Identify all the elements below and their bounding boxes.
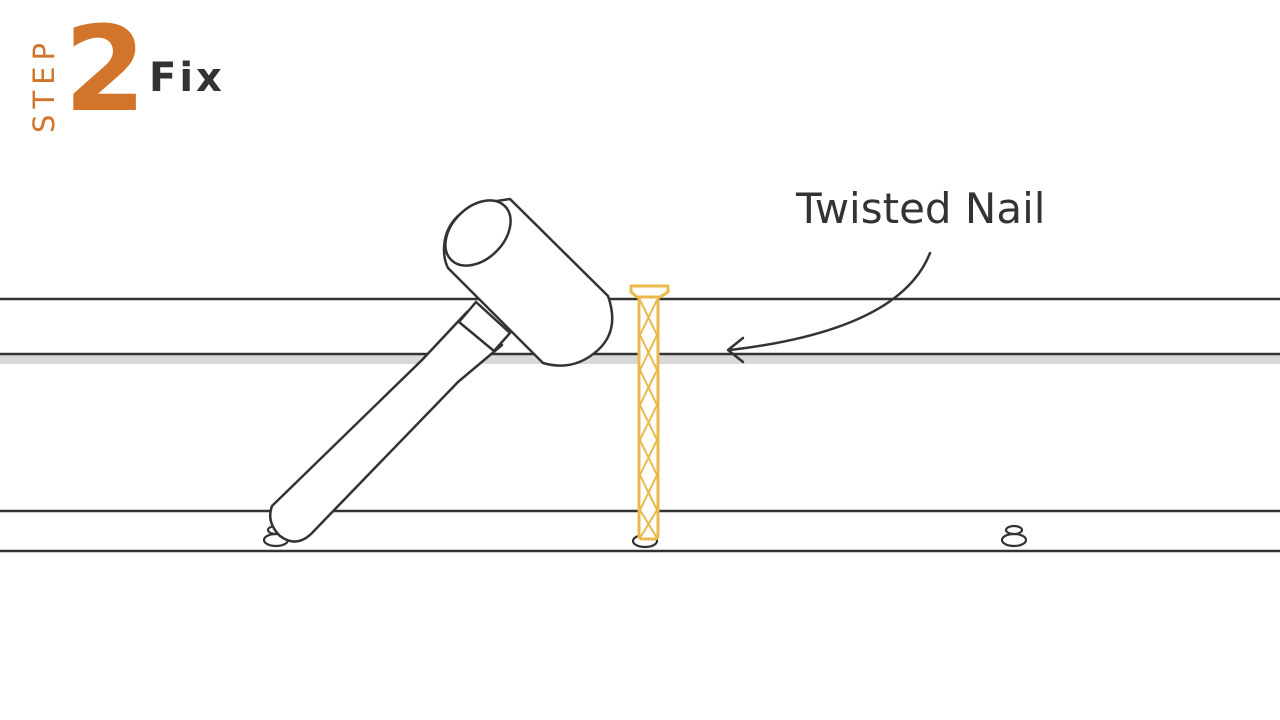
mallet-icon bbox=[269, 197, 614, 543]
callout-arrow-head bbox=[726, 336, 745, 364]
twisted-nail-label: Twisted Nail bbox=[796, 184, 1046, 233]
callout-arrow-shaft bbox=[728, 251, 932, 352]
twisted-nail-icon bbox=[629, 284, 670, 541]
callout-arrow-icon bbox=[726, 251, 932, 364]
step-number: 2 bbox=[64, 0, 147, 138]
nail-hole-right-top bbox=[1004, 524, 1024, 536]
nail-hole-right bbox=[1000, 532, 1028, 548]
mallet-handle bbox=[269, 310, 504, 543]
nail-twist-pattern bbox=[638, 299, 659, 539]
mallet-face bbox=[444, 199, 512, 267]
step-title: Fix bbox=[149, 55, 225, 101]
nail-head bbox=[629, 284, 670, 299]
mallet-collar bbox=[457, 300, 512, 353]
